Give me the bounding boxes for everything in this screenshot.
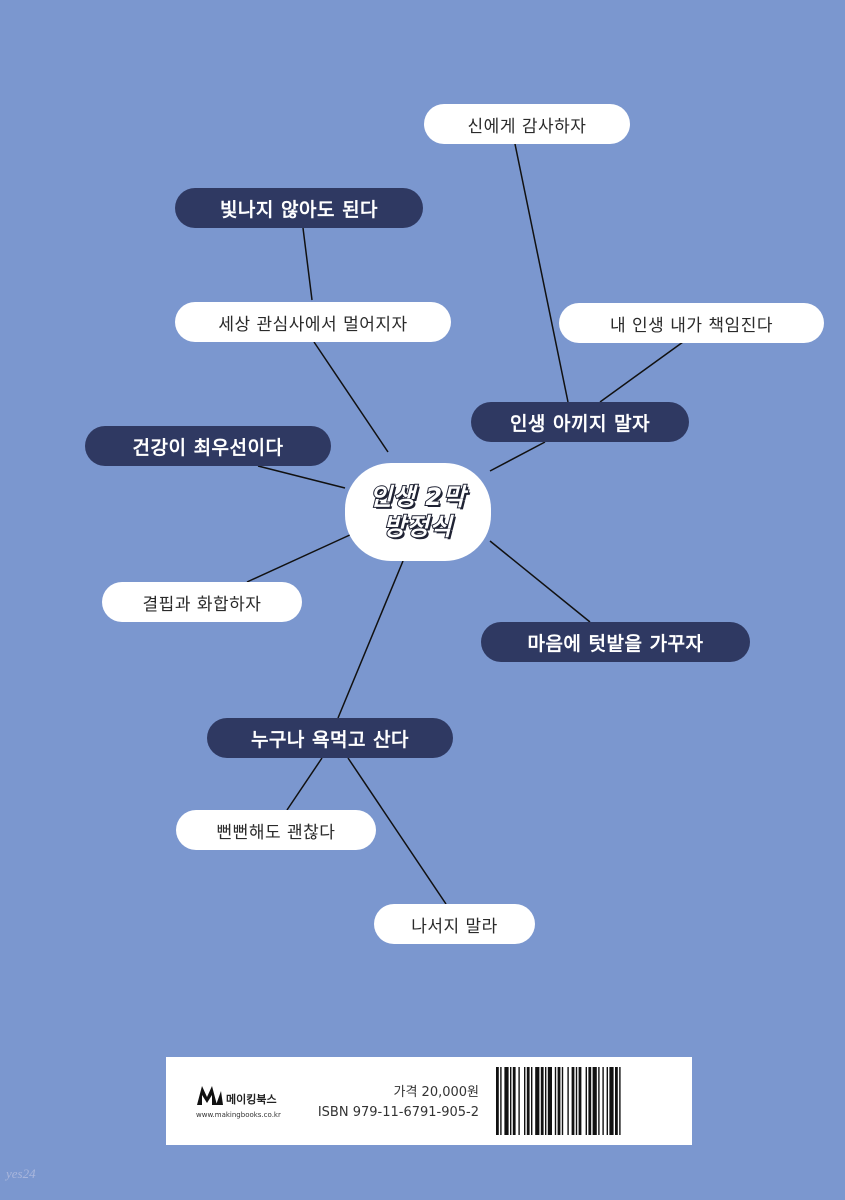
node-dont-step-forward: 나서지 말라 — [374, 904, 535, 944]
barcode-bar — [615, 1067, 618, 1135]
barcode-bar — [518, 1067, 520, 1135]
barcode-bar — [496, 1067, 499, 1135]
barcode-bar — [575, 1067, 578, 1135]
watermark: yes24 — [6, 1166, 36, 1181]
barcode-bar — [535, 1067, 540, 1135]
barcode-bar — [609, 1067, 614, 1135]
link-dont-spare-to-center — [489, 441, 546, 472]
barcode-bar — [510, 1067, 512, 1135]
barcode-bar — [554, 1067, 557, 1135]
link-no-shine-to-away — [302, 227, 313, 301]
barcode-bar — [592, 1067, 597, 1135]
link-own-life-to-dont-spare — [599, 341, 684, 403]
center-title-node: 인생 2막 방정식 — [345, 463, 491, 561]
barcode-bar — [571, 1067, 575, 1135]
barcode-bar — [606, 1067, 608, 1135]
link-health-to-center — [257, 465, 346, 489]
barcode-bar — [567, 1067, 569, 1135]
barcode-bar — [557, 1067, 561, 1135]
link-center-to-heart-garden — [489, 540, 591, 623]
node-heart-garden: 마음에 텃밭을 가꾸자 — [481, 622, 750, 662]
barcode-bar — [540, 1067, 544, 1135]
node-own-my-life: 내 인생 내가 책임진다 — [559, 303, 824, 343]
price-text: 가격 20,000원 — [393, 1085, 480, 1100]
barcode-bar — [602, 1067, 604, 1135]
barcode-bar — [561, 1067, 564, 1135]
barcode-bar — [526, 1067, 530, 1135]
barcode-bar — [524, 1067, 526, 1135]
publisher-logo: 메이킹북스 www.makingbooks.co.kr — [196, 1079, 306, 1125]
publisher-url: www.makingbooks.co.kr — [196, 1111, 281, 1119]
barcode-bar — [512, 1067, 516, 1135]
barcode-panel: 메이킹북스 www.makingbooks.co.kr 가격 20,000원 I… — [166, 1057, 692, 1145]
node-everyone-cursed: 누구나 욕먹고 산다 — [207, 718, 453, 758]
link-center-to-everyone — [337, 560, 404, 719]
link-everyone-to-step-forward — [347, 757, 447, 905]
link-flaws-to-center — [246, 533, 353, 583]
barcode-bar — [598, 1067, 600, 1135]
barcode-bar — [504, 1067, 509, 1135]
barcode-bar — [585, 1067, 587, 1135]
barcode-bar — [545, 1067, 547, 1135]
center-title-line2: 방정식 — [382, 512, 453, 542]
node-no-shine: 빛나지 않아도 된다 — [175, 188, 423, 228]
barcode-bar — [531, 1067, 533, 1135]
barcode-bar — [547, 1067, 552, 1135]
link-everyone-to-brazen — [286, 757, 323, 811]
node-embrace-flaws: 결핍과 화합하자 — [102, 582, 302, 622]
barcode-icon — [496, 1067, 621, 1135]
node-dont-spare-life: 인생 아끼지 말자 — [471, 402, 689, 442]
node-thank-god: 신에게 감사하자 — [424, 104, 630, 144]
center-title-line1: 인생 2막 — [369, 482, 467, 512]
barcode-bar — [578, 1067, 582, 1135]
publisher-mark-icon — [197, 1086, 223, 1105]
link-away-to-center — [313, 341, 389, 453]
link-thank-god-to-dont-spare — [514, 143, 569, 403]
node-away-from-world: 세상 관심사에서 멀어지자 — [175, 302, 451, 342]
barcode-bar — [588, 1067, 592, 1135]
publisher-name: 메이킹북스 — [226, 1093, 277, 1106]
barcode-bar — [500, 1067, 502, 1135]
node-health-first: 건강이 최우선이다 — [85, 426, 331, 466]
barcode-bar — [619, 1067, 621, 1135]
node-brazen-ok: 뻔뻔해도 괜찮다 — [176, 810, 376, 850]
isbn-text: ISBN 979-11-6791-905-2 — [317, 1105, 479, 1120]
